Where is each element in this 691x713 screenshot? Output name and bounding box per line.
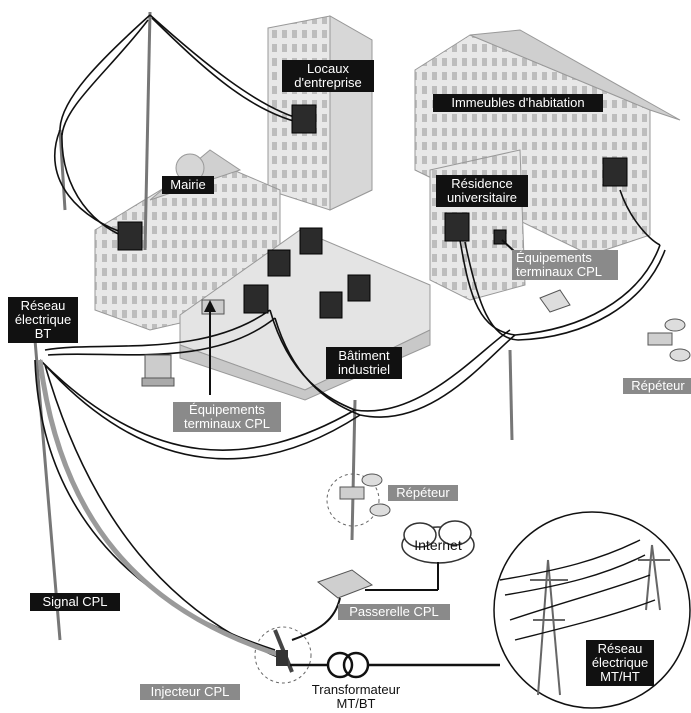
building-immeubles: [414, 29, 681, 256]
poles: [33, 11, 514, 641]
label-locaux: Locaux d'entreprise: [282, 60, 374, 92]
label-equipements-left: Équipements terminaux CPL: [173, 402, 281, 432]
label-repeteur-center: Répéteur: [388, 485, 458, 501]
label-equipements-right: Équipements terminaux CPL: [512, 250, 618, 280]
building-residence: [429, 149, 526, 301]
internet-cloud: [401, 520, 475, 564]
label-residence: Résidence universitaire: [436, 175, 528, 207]
label-mairie: Mairie: [162, 176, 214, 194]
transformer-icon: [326, 651, 370, 679]
dashed-circle-injector: [254, 626, 312, 684]
gateway-icon: [316, 569, 374, 599]
arrow-head-left: [204, 300, 216, 312]
label-passerelle: Passerelle CPL: [338, 604, 450, 620]
plc-modules: [117, 104, 628, 319]
laptop-icon: [539, 289, 571, 313]
label-repeteur-right: Répéteur: [623, 378, 691, 394]
label-transformateur: Transformateur MT/BT: [311, 682, 401, 711]
label-injecteur: Injecteur CPL: [140, 684, 240, 700]
label-reseau-mt-ht: Réseau électrique MT/HT: [586, 640, 654, 686]
label-signal-cpl: Signal CPL: [30, 593, 120, 611]
repeater-center-icon: [339, 473, 391, 517]
dashed-circle-repeater: [326, 473, 380, 527]
repeater-right-icon: [647, 318, 691, 362]
hv-pylons: [530, 544, 670, 696]
label-internet: Internet: [414, 537, 462, 553]
label-reseau-bt: Réseau électrique BT: [8, 297, 78, 343]
label-batiment-industriel: Bâtiment industriel: [326, 347, 402, 379]
label-immeubles: Immeubles d'habitation: [433, 94, 603, 112]
signal-cpl-trace: [37, 359, 281, 658]
injector-icon: [273, 629, 294, 673]
